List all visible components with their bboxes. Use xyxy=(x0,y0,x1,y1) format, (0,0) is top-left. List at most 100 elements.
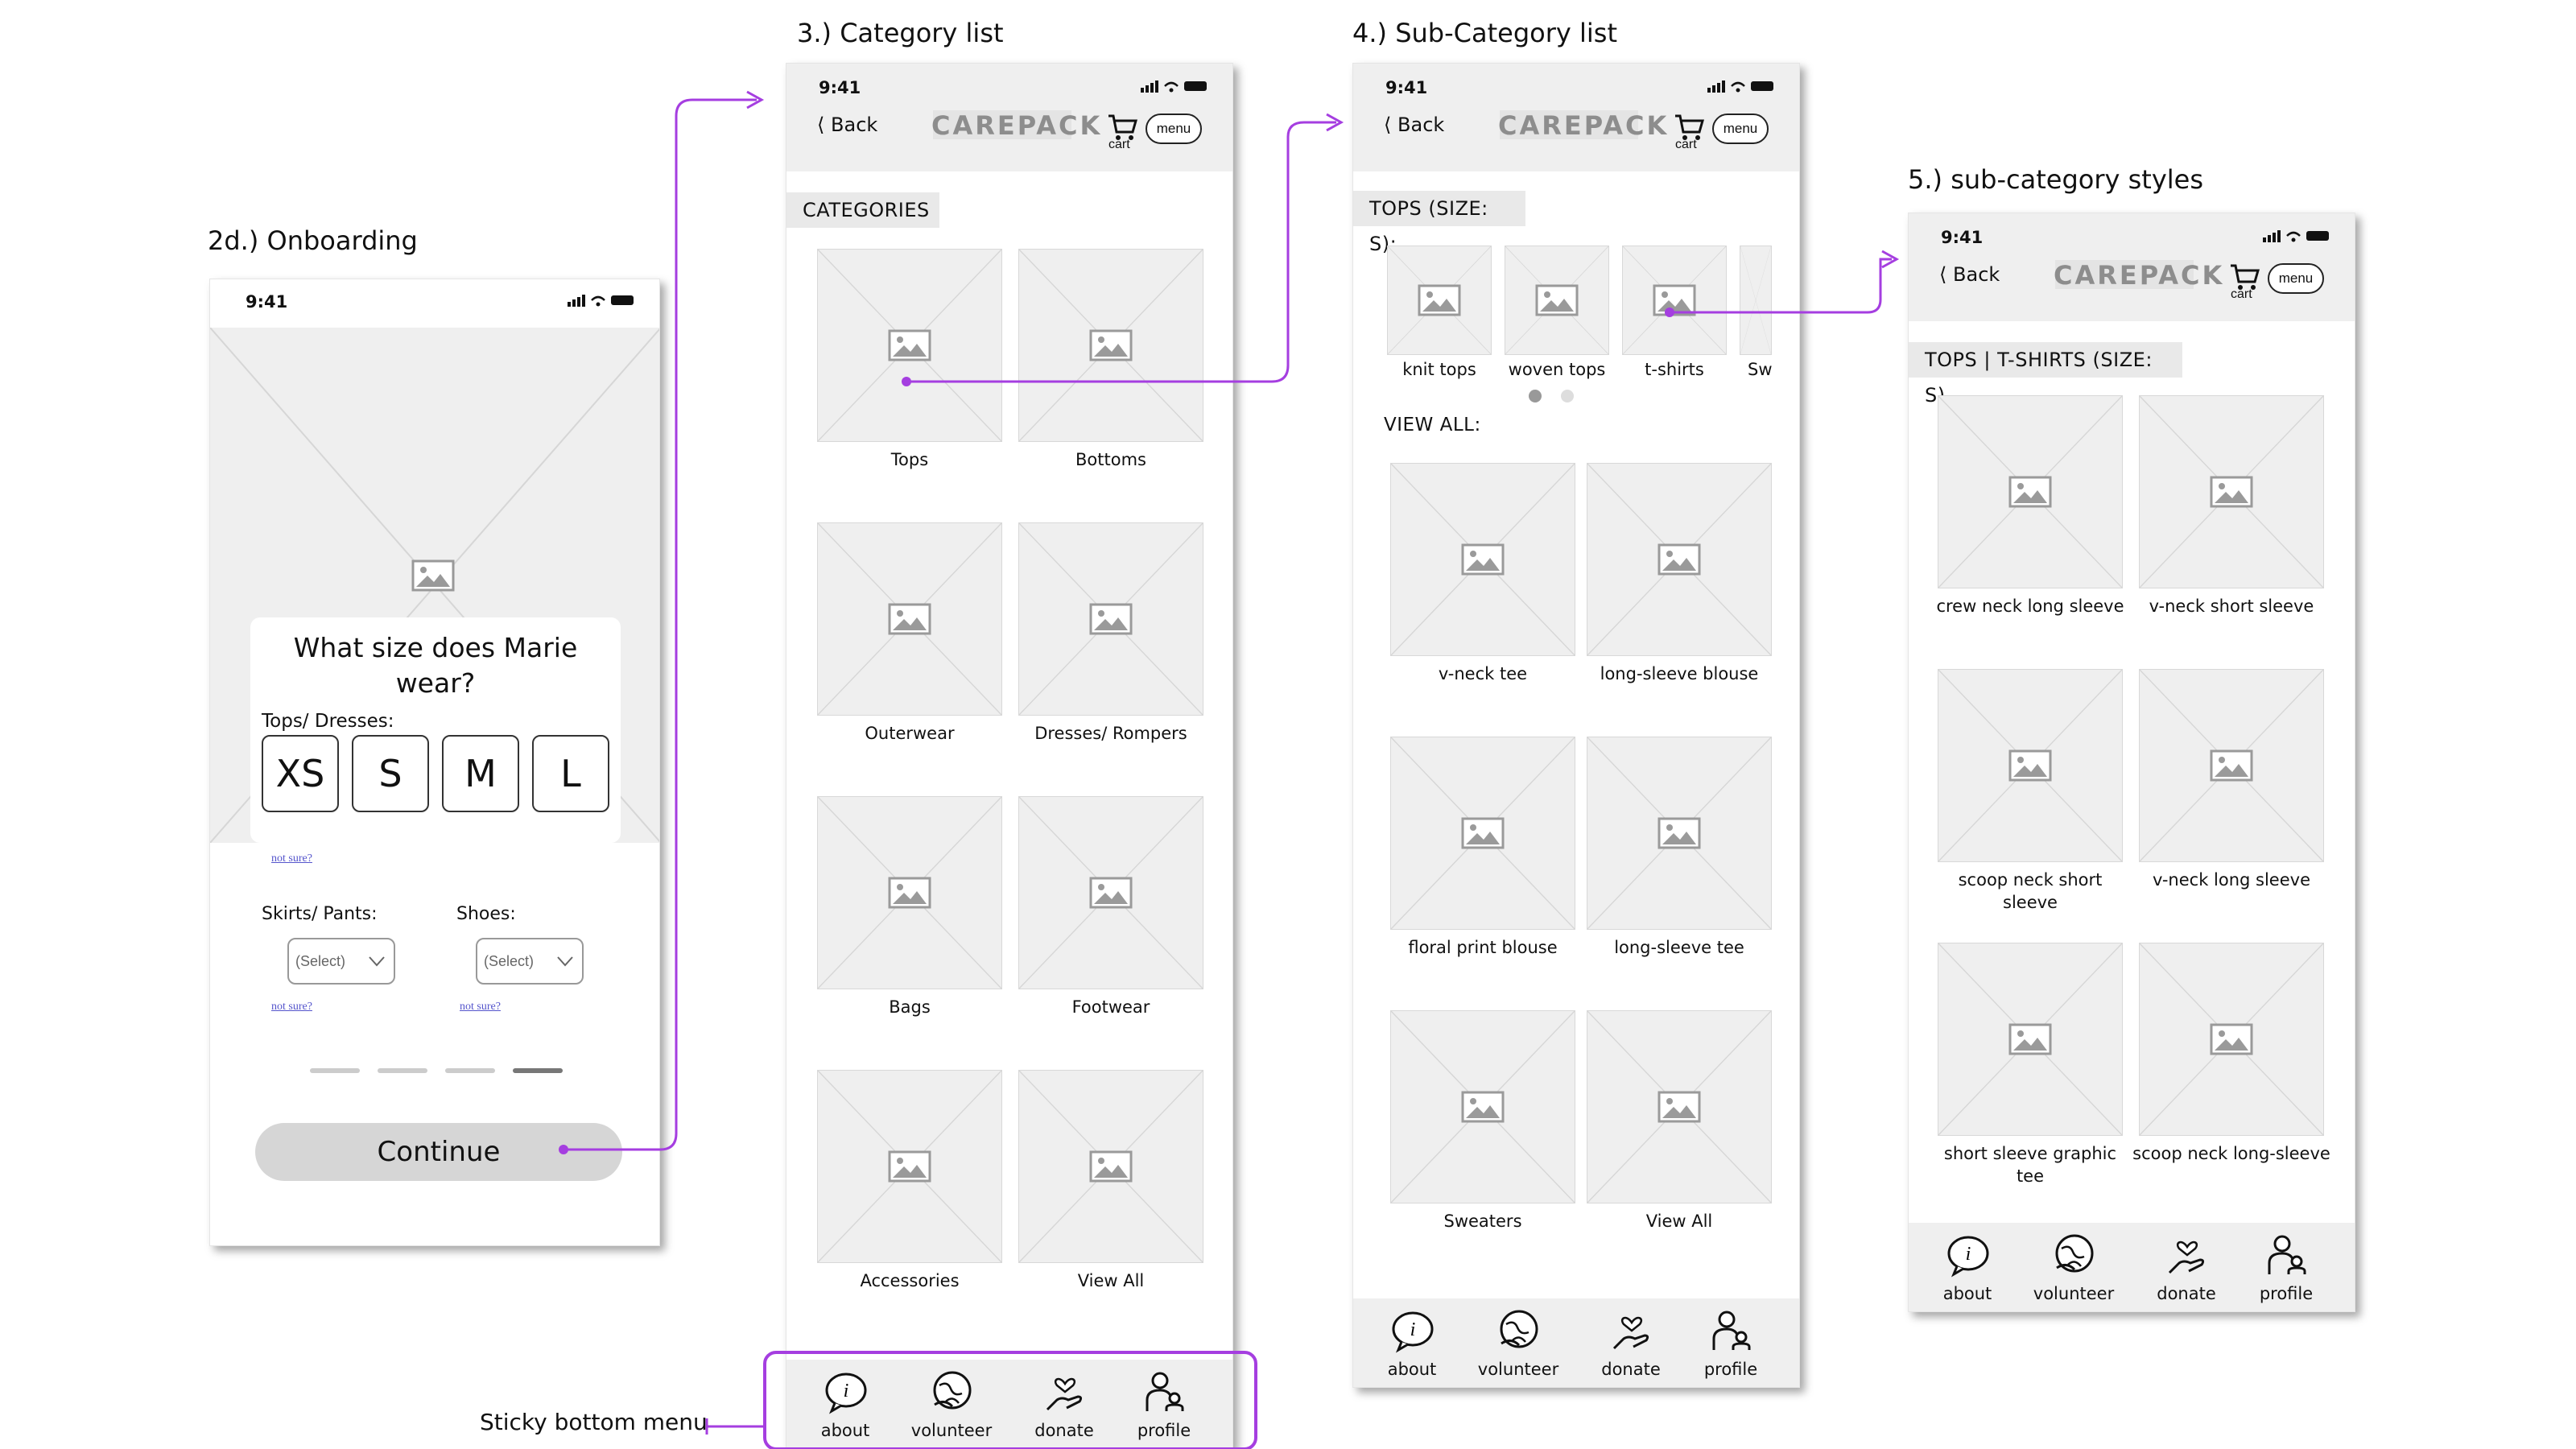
style-label: scoop neck long-sleeve xyxy=(2132,1144,2330,1163)
subcategory-tile[interactable] xyxy=(1390,463,1575,656)
category-tile[interactable] xyxy=(817,522,1002,716)
bottom-nav: i about volunteer donate profile xyxy=(1909,1223,2355,1311)
not-sure-link-shoes[interactable]: not sure? xyxy=(460,1001,501,1013)
app-header: 9:41 ⟨ Back CAREPACK cart menu xyxy=(786,64,1232,171)
nav-label: about xyxy=(1387,1360,1437,1379)
size-xs-button[interactable]: XS xyxy=(262,735,339,812)
style-tile[interactable] xyxy=(1938,943,2123,1136)
subcategory-label: floral print blouse xyxy=(1408,938,1558,957)
status-icons xyxy=(1141,80,1207,93)
nav-donate[interactable]: donate xyxy=(1587,1298,1675,1387)
nav-about[interactable]: i about xyxy=(1368,1298,1456,1387)
nav-volunteer[interactable]: volunteer xyxy=(2029,1223,2118,1311)
nav-label: profile xyxy=(2259,1284,2314,1303)
nav-profile[interactable]: profile xyxy=(1120,1360,1208,1448)
cart-icon[interactable] xyxy=(1674,109,1706,149)
category-label: Outerwear xyxy=(865,724,955,743)
nav-label: about xyxy=(1942,1284,1992,1303)
size-l-button[interactable]: L xyxy=(532,735,609,812)
menu-button[interactable]: menu xyxy=(1146,114,1202,144)
category-label: Dresses/ Rompers xyxy=(1034,724,1187,743)
donate-icon xyxy=(1046,1377,1083,1411)
menu-button[interactable]: menu xyxy=(1712,114,1769,144)
category-tile[interactable] xyxy=(817,1070,1002,1263)
back-label: Back xyxy=(1397,114,1445,136)
size-s-button[interactable]: S xyxy=(352,735,429,812)
continue-label: Continue xyxy=(377,1136,501,1168)
style-label: short sleeve graphic tee xyxy=(1943,1144,2117,1186)
subcategory-tile[interactable] xyxy=(1390,737,1575,930)
cart-label: cart xyxy=(1675,138,1697,151)
not-sure-link-skirts[interactable]: not sure? xyxy=(271,1001,312,1013)
style-tile[interactable] xyxy=(2139,669,2324,862)
subcategory-tile[interactable] xyxy=(1587,1010,1772,1203)
skirts-select[interactable]: (Select) xyxy=(287,938,395,985)
style-label: crew neck long sleeve xyxy=(1936,597,2124,616)
arrowhead xyxy=(1881,250,1900,269)
not-sure-link-tops[interactable]: not sure? xyxy=(271,852,312,865)
subcategory-label: long-sleeve tee xyxy=(1614,938,1744,957)
carousel-tile[interactable] xyxy=(1740,246,1772,355)
carousel-tile[interactable] xyxy=(1387,246,1492,355)
about-icon: i xyxy=(1392,1311,1434,1353)
nav-label: volunteer xyxy=(910,1421,993,1440)
nav-label: volunteer xyxy=(1477,1360,1559,1379)
cart-icon[interactable] xyxy=(2229,258,2261,299)
back-button[interactable]: ⟨ Back xyxy=(1939,263,2000,286)
shoes-select-value: (Select) xyxy=(484,953,535,969)
label-onboarding: 2d.) Onboarding xyxy=(208,225,418,256)
nav-donate[interactable]: donate xyxy=(1020,1360,1108,1448)
category-tile[interactable] xyxy=(1018,522,1203,716)
carousel-tile[interactable] xyxy=(1505,246,1609,355)
style-tile[interactable] xyxy=(2139,943,2324,1136)
nav-profile[interactable]: profile xyxy=(2242,1223,2330,1311)
subcategory-tile[interactable] xyxy=(1587,463,1772,656)
continue-button[interactable]: Continue xyxy=(255,1123,622,1181)
style-tile[interactable] xyxy=(1938,395,2123,588)
category-tile[interactable] xyxy=(1018,796,1203,989)
carousel-dots xyxy=(1529,390,1575,407)
nav-label: volunteer xyxy=(2033,1284,2115,1303)
style-tile[interactable] xyxy=(2139,395,2324,588)
styles-title: TOPS | T-SHIRTS (SIZE: S) xyxy=(1909,342,2182,407)
nav-about[interactable]: i about xyxy=(1923,1223,2012,1311)
menu-button[interactable]: menu xyxy=(2268,263,2324,294)
nav-label: donate xyxy=(1034,1421,1094,1440)
nav-profile[interactable]: profile xyxy=(1686,1298,1775,1387)
chevron-left-icon: ⟨ xyxy=(817,114,825,136)
nav-volunteer[interactable]: volunteer xyxy=(1474,1298,1563,1387)
category-tile[interactable] xyxy=(1018,1070,1203,1263)
subcategory-tile[interactable] xyxy=(1390,1010,1575,1203)
categories-title: CATEGORIES xyxy=(786,192,939,228)
bottom-nav: i about volunteer donate profile xyxy=(1353,1298,1799,1387)
back-label: Back xyxy=(831,114,878,136)
skirts-select-value: (Select) xyxy=(295,953,346,969)
category-label: Bottoms xyxy=(1075,450,1146,469)
category-tile[interactable] xyxy=(817,796,1002,989)
back-button[interactable]: ⟨ Back xyxy=(1384,114,1444,136)
nav-label: profile xyxy=(1137,1421,1191,1440)
category-tile[interactable] xyxy=(1018,249,1203,442)
nav-label: profile xyxy=(1703,1360,1758,1379)
carepack-logo[interactable]: CAREPACK xyxy=(1498,110,1670,141)
carepack-logo[interactable]: CAREPACK xyxy=(931,110,1103,141)
phone-onboarding: 9:41 What size does Marie wear? Tops/ Dr… xyxy=(209,279,660,1246)
nav-donate[interactable]: donate xyxy=(2142,1223,2231,1311)
subcategory-tile[interactable] xyxy=(1587,737,1772,930)
category-tile[interactable] xyxy=(817,249,1002,442)
cart-label: cart xyxy=(2231,287,2252,301)
logo-background xyxy=(1500,110,1638,139)
chevron-left-icon: ⟨ xyxy=(1939,263,1947,286)
shoes-select[interactable]: (Select) xyxy=(476,938,584,985)
size-m-button[interactable]: M xyxy=(442,735,519,812)
chevron-down-icon xyxy=(557,956,573,967)
style-label: v-neck long sleeve xyxy=(2152,870,2310,890)
carousel-tile[interactable] xyxy=(1622,246,1727,355)
svg-text:i: i xyxy=(1966,1244,1971,1265)
back-button[interactable]: ⟨ Back xyxy=(817,114,877,136)
style-tile[interactable] xyxy=(1938,669,2123,862)
nav-volunteer[interactable]: volunteer xyxy=(907,1360,996,1448)
carepack-logo[interactable]: CAREPACK xyxy=(2054,260,2225,291)
status-time: 9:41 xyxy=(1385,78,1428,97)
